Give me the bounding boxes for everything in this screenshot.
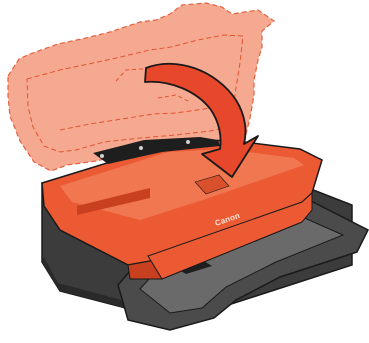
printer-illustration: Canon xyxy=(0,0,369,343)
